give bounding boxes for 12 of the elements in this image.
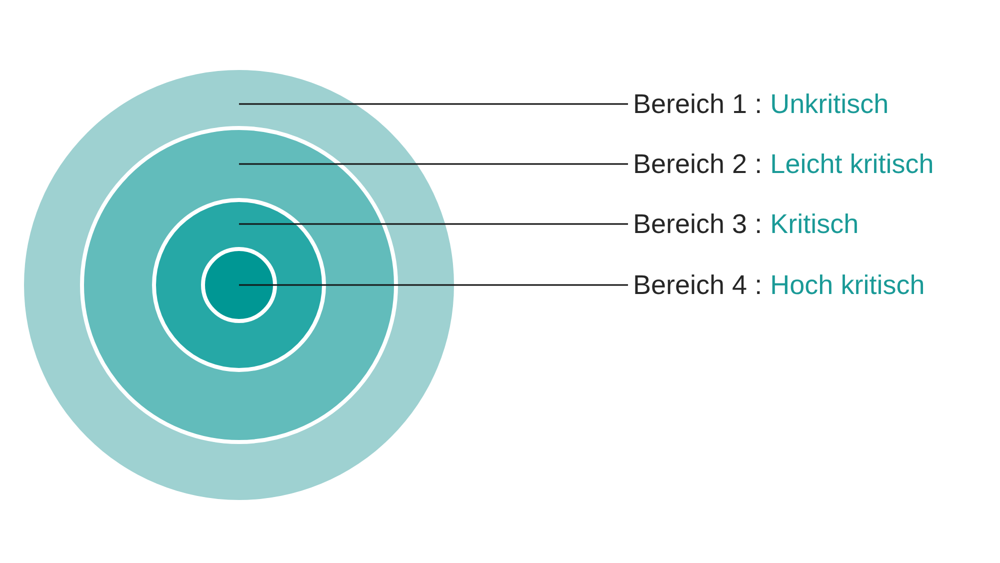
criticality-label: Unkritisch — [770, 88, 889, 121]
leader-line — [239, 163, 628, 165]
leader-line — [239, 103, 628, 105]
leader-line — [239, 284, 628, 286]
criticality-label: Leicht kritisch — [770, 148, 934, 181]
zone-label: Bereich 4 : — [633, 269, 762, 302]
leader-line — [239, 223, 628, 225]
zone-label: Bereich 1 : — [633, 88, 762, 121]
criticality-label: Hoch kritisch — [770, 269, 925, 302]
zone-label: Bereich 3 : — [633, 208, 762, 241]
zone-label: Bereich 2 : — [633, 148, 762, 181]
criticality-label: Kritisch — [770, 208, 859, 241]
